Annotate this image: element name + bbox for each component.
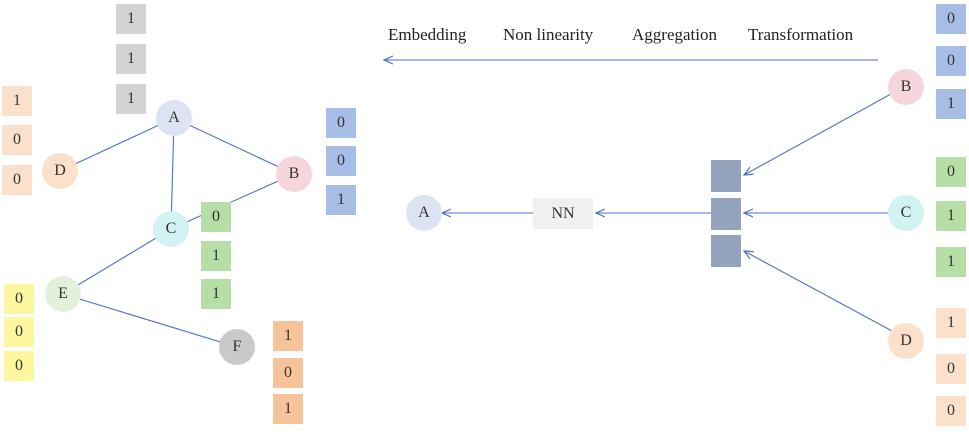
nn-box: NN [533,198,593,229]
step-transformation: Transformation [748,25,854,44]
feature-cell: 0 [936,354,966,384]
aggregator-cell [711,198,741,230]
feature-cell: 0 [326,108,356,138]
edge-e-f [62,293,238,348]
feature-cell: 1 [116,84,146,114]
graph-node-e: E [45,276,81,312]
graph-node-b: B [276,156,312,192]
feature-cell: 0 [4,351,34,381]
graph-node-c: C [153,211,189,247]
feature-cell: 0 [273,358,303,388]
edge-a-d [59,117,175,172]
edge-c-e [62,228,172,295]
feature-cell: 0 [326,146,356,176]
feature-cell: 1 [273,321,303,351]
pipeline-neighbor-node-c: C [888,195,924,231]
feature-cell: 1 [201,241,231,271]
aggregator-cell [711,160,741,192]
feature-cell: 1 [116,4,146,34]
feature-cell: 0 [201,202,231,232]
edge-c-b [170,173,295,230]
pipeline-neighbor-node-d: D [888,323,924,359]
edge-a-c [170,117,175,230]
edge-a-b [173,117,295,175]
feature-cell: 0 [936,157,966,187]
feature-cell: 0 [936,4,966,34]
arrow-d-to-aggregator [744,251,893,332]
step-embedding: Embedding [388,25,467,44]
feature-cell: 0 [4,284,34,314]
feature-cell: 0 [936,396,966,426]
arrow-b-to-aggregator [744,93,892,175]
pipeline-target-node-a: A [406,195,442,231]
feature-cell: 1 [936,201,966,231]
graph-node-d: D [42,153,78,189]
graph-node-a: A [156,100,192,136]
feature-cell: 1 [116,44,146,74]
feature-cell: 1 [936,308,966,338]
feature-cell: 0 [4,317,34,347]
aggregator-cell [711,235,741,267]
graph-node-f: F [219,329,255,365]
feature-cell: 1 [326,185,356,215]
pipeline-neighbor-node-b: B [888,69,924,105]
feature-cell: 0 [936,46,966,76]
feature-cell: 1 [2,86,32,116]
feature-cell: 0 [2,165,32,195]
feature-cell: 1 [273,394,303,424]
step-aggregation: Aggregation [632,25,717,44]
step-non-linearity: Non linearity [503,25,594,44]
feature-cell: 1 [201,279,231,309]
feature-cell: 1 [936,89,966,119]
feature-cell: 1 [936,247,966,277]
feature-cell: 0 [2,125,32,155]
